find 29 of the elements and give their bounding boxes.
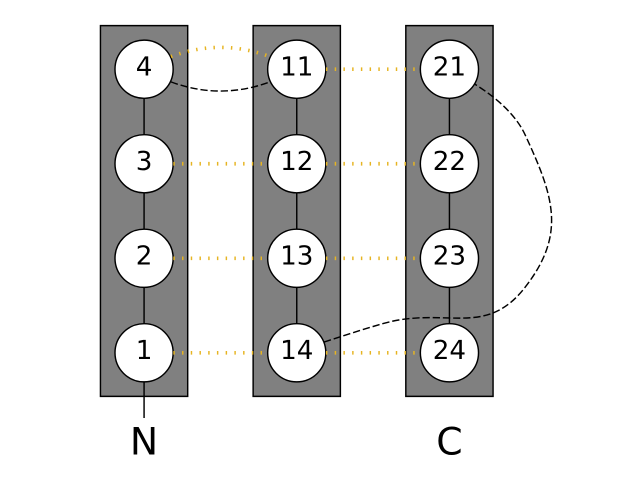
- cluster: [99, 24, 188, 398]
- connector: [170, 81, 270, 92]
- node-circle: 3: [114, 134, 174, 194]
- connector: [142, 193, 144, 229]
- connector: [296, 98, 297, 134]
- node-circle: 24: [419, 322, 479, 383]
- node-text: N: [129, 419, 158, 464]
- connector: [448, 193, 450, 229]
- node-circle: 12: [266, 134, 326, 194]
- connector: [142, 288, 144, 324]
- node-circle: 4: [114, 39, 174, 100]
- cluster: [404, 24, 494, 398]
- node-circle: 13: [266, 228, 326, 288]
- connector: [142, 382, 144, 418]
- node-circle: 23: [419, 228, 479, 288]
- connector: [448, 98, 450, 134]
- cluster: [252, 24, 341, 398]
- connector: [296, 288, 297, 324]
- connector: [448, 288, 450, 324]
- connector: [323, 83, 552, 343]
- node-circle: 21: [419, 39, 479, 100]
- node-circle: 14: [266, 322, 326, 383]
- connector: [142, 98, 144, 134]
- label: C: [436, 419, 462, 464]
- node-circle: 11: [266, 39, 326, 100]
- node-circle: 2: [114, 228, 174, 288]
- node-circle: 1: [114, 322, 174, 383]
- connector: [296, 193, 297, 229]
- node-circle: 22: [419, 134, 479, 194]
